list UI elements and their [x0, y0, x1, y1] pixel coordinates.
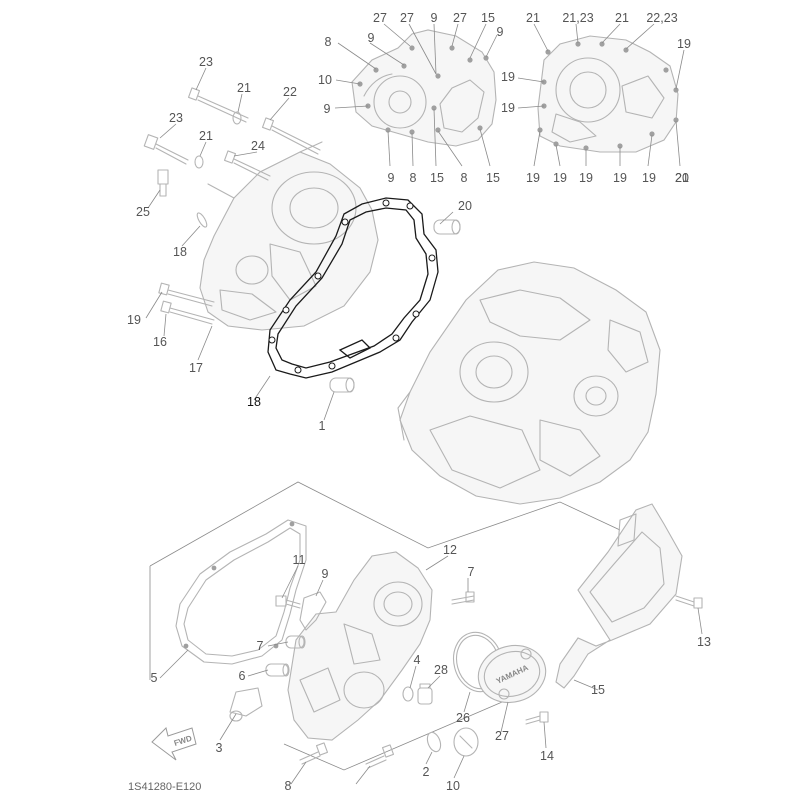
callout-23: 21 — [199, 129, 213, 143]
callout-23: 21 — [237, 81, 251, 95]
callout-21: 21 — [526, 11, 540, 25]
callout-27: 27 — [400, 11, 414, 25]
callout-21: 24 — [251, 139, 265, 153]
callout-19: 19 — [501, 101, 515, 115]
callout-9: 9 — [388, 171, 395, 185]
callout-4: 28 — [434, 663, 448, 677]
callout-19: 19 — [526, 171, 540, 185]
callout-26: 27 — [495, 729, 509, 743]
callout-10: 10 — [318, 73, 332, 87]
callout-19: 19 — [579, 171, 593, 185]
assembly-frame-upper — [149, 481, 621, 567]
callout-13: 3 — [216, 741, 223, 755]
inset-cover-bolt-pattern-left — [334, 23, 498, 167]
leader-lines-bottom — [159, 555, 703, 785]
callout-12: 11 — [293, 553, 306, 567]
callout-22-23: 22,23 — [646, 11, 677, 25]
callout-18: 1 — [319, 419, 326, 433]
callout-21: 23 — [199, 55, 213, 69]
callout-19: 19 — [553, 171, 567, 185]
crankcase-cover-gasket — [267, 197, 439, 379]
callout-19: 16 — [153, 335, 167, 349]
callout-3: 2 — [423, 765, 430, 779]
callout-19: 21 — [675, 171, 689, 185]
crankcase-body — [397, 261, 661, 505]
small-parts-bottom: YAMAHA FWD — [151, 503, 703, 769]
callout-5: 4 — [414, 653, 421, 667]
callout-19: 19 — [501, 70, 515, 84]
callout-9: 9 — [431, 11, 438, 25]
callout-7: 6 — [239, 669, 246, 683]
callout-27: 27 — [373, 11, 387, 25]
callout-15: 15 — [481, 11, 495, 25]
callout-14: 15 — [591, 683, 605, 697]
callout-9: 9 — [324, 102, 331, 116]
callout-20: 19 — [642, 171, 656, 185]
callout-21: 22 — [283, 85, 297, 99]
diagram-reference-code: 1S41280-E120 — [128, 781, 201, 793]
callout-16: 17 — [189, 361, 203, 375]
callout-8: 8 — [325, 35, 332, 49]
callout-27: 27 — [453, 11, 467, 25]
callout-labels: 27 27 9 27 15 8 9 9 10 9 9 8 15 8 15 21 … — [127, 11, 711, 793]
callout-10: 8 — [285, 779, 292, 793]
callout-28: 26 — [456, 711, 470, 725]
callout-8: 8 — [461, 171, 468, 185]
callout-7: 7 — [257, 639, 264, 653]
callout-21-23: 21,23 — [562, 11, 593, 25]
callout-20: 19 — [127, 313, 141, 327]
callout-9: 9 — [497, 25, 504, 39]
fwd-arrow-icon: FWD — [151, 727, 197, 761]
callout-15: 15 — [486, 171, 500, 185]
callout-22: 23 — [169, 111, 183, 125]
callout-9: 9 — [368, 31, 375, 45]
generator-cover — [287, 551, 433, 741]
callout-15: 15 — [430, 171, 444, 185]
callout-1: 12 — [443, 543, 457, 557]
callout-6: 5 — [151, 671, 158, 685]
callout-25: 18 — [173, 245, 187, 259]
callout-17: 18 — [247, 395, 261, 409]
callout-24: 25 — [136, 205, 150, 219]
callout-19: 19 — [677, 37, 691, 51]
callout-15: 13 — [697, 635, 711, 649]
callout-19: 19 — [613, 171, 627, 185]
callout-9: 7 — [468, 565, 475, 579]
callout-27: 14 — [540, 749, 554, 763]
callout-2: 10 — [446, 779, 460, 793]
callout-18: 20 — [458, 199, 472, 213]
callout-11: 9 — [322, 567, 329, 581]
callout-8: 8 — [410, 171, 417, 185]
inset-cover-bolt-pattern-right — [517, 23, 685, 167]
callout-21: 21 — [615, 11, 629, 25]
bolts-left-group — [143, 67, 461, 421]
callout-19: 20 — [675, 171, 689, 185]
